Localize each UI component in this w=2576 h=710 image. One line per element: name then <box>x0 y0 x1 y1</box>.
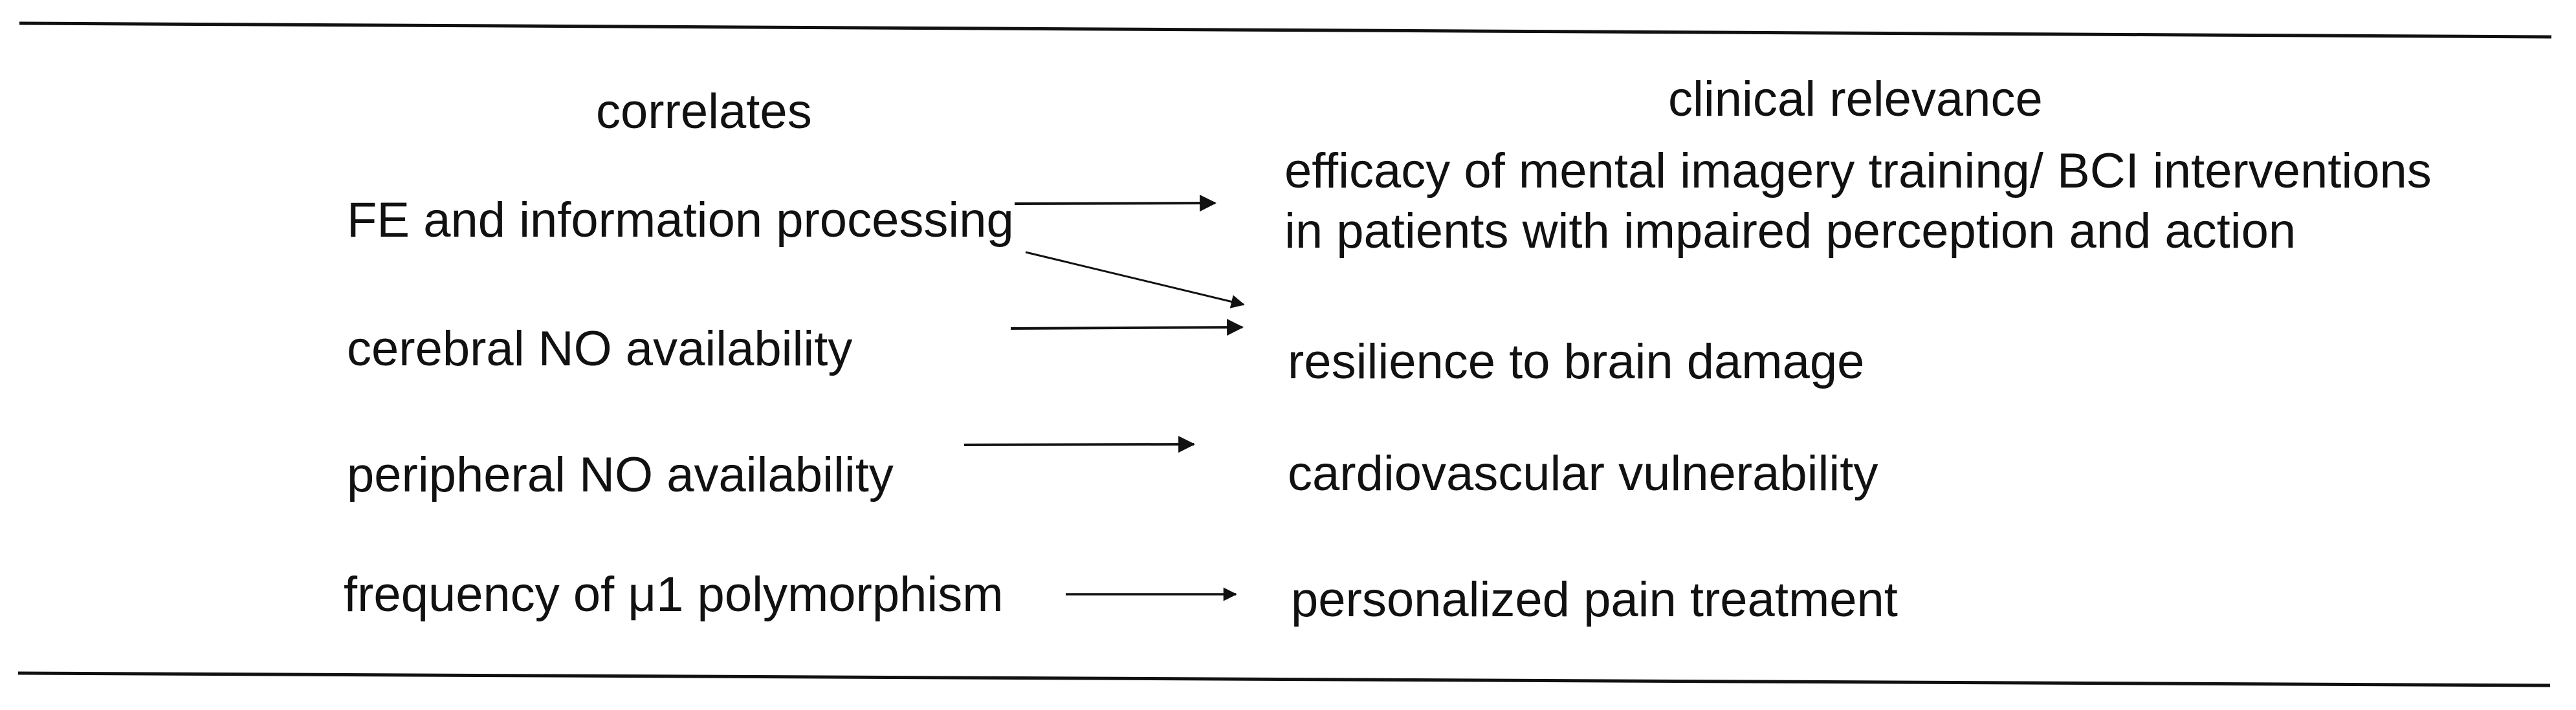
relevance-mental-imagery-bci: efficacy of mental imagery training/ BCI… <box>1284 144 2432 259</box>
relevance-resilience-brain-damage: resilience to brain damage <box>1288 334 1865 389</box>
relevance-cardiovascular-vulnerability: cardiovascular vulnerability <box>1288 446 1878 501</box>
table-bottom-border <box>17 671 2551 687</box>
correlate-frequency-mu1-polymorphism: frequency of μ1 polymorphism <box>344 567 1004 622</box>
relevance-personalized-pain-treatment: personalized pain treatment <box>1291 572 1898 627</box>
arrow-cerebral-to-resilience <box>1010 319 1244 336</box>
right-column-header: clinical relevance <box>1668 72 2043 127</box>
arrow-fe-to-resilience <box>1025 251 1245 308</box>
correlate-cerebral-no-availability: cerebral NO availability <box>347 321 853 376</box>
correlate-fe-information-processing: FE and information processing <box>347 193 1014 248</box>
correlate-peripheral-no-availability: peripheral NO availability <box>347 447 894 502</box>
table-top-border <box>19 21 2552 39</box>
arrow-fe-to-efficacy <box>1014 195 1217 212</box>
left-column-header: correlates <box>596 84 812 139</box>
arrow-peripheral-to-cardiovascular <box>963 436 1196 453</box>
